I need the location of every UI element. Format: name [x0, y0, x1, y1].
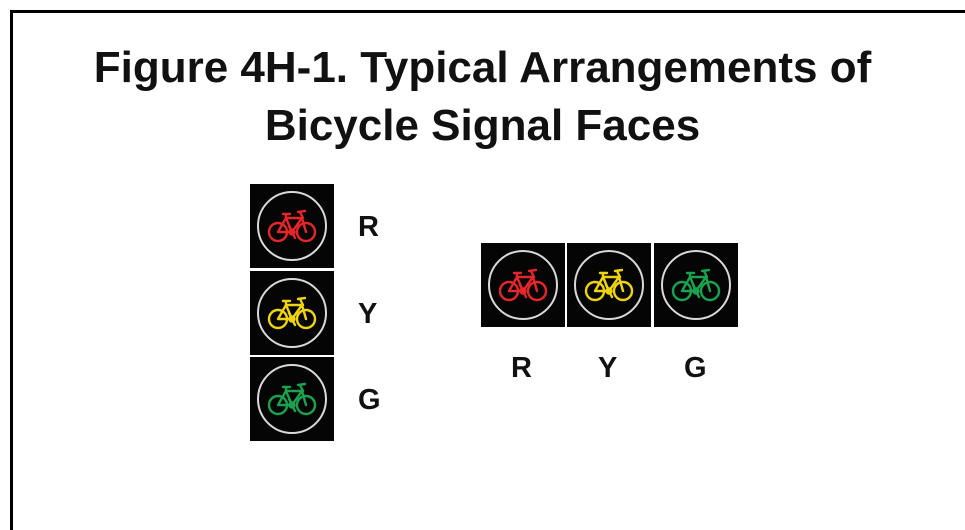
signal-lens [257, 191, 327, 261]
bicycle-icon [498, 268, 548, 302]
bicycle-icon [584, 268, 634, 302]
figure-title-line2: Bicycle Signal Faces [264, 101, 701, 150]
horizontal-face-yellow [567, 243, 651, 327]
vertical-label-yellow: Y [358, 298, 378, 330]
horizontal-label-green: G [684, 352, 707, 384]
bicycle-icon [267, 382, 317, 416]
signal-lens [488, 250, 558, 320]
signal-lens [257, 364, 327, 434]
figure-frame [10, 10, 965, 530]
lens-ring [257, 278, 327, 348]
horizontal-face-red [481, 243, 565, 327]
figure-title-line1: Figure 4H-1. Typical Arrangements of [93, 43, 872, 92]
vertical-face-red [250, 184, 334, 268]
vertical-face-yellow [250, 271, 334, 355]
lens-ring [257, 191, 327, 261]
lens-ring [574, 250, 644, 320]
bicycle-icon [671, 268, 721, 302]
vertical-label-green: G [358, 384, 381, 416]
lens-ring [257, 364, 327, 434]
signal-lens [574, 250, 644, 320]
bicycle-icon [267, 209, 317, 243]
horizontal-face-green [654, 243, 738, 327]
lens-ring [661, 250, 731, 320]
vertical-face-green [250, 357, 334, 441]
horizontal-label-yellow: Y [598, 352, 618, 384]
horizontal-label-red: R [511, 352, 532, 384]
bicycle-icon [267, 296, 317, 330]
lens-ring [488, 250, 558, 320]
vertical-label-red: R [358, 211, 379, 243]
signal-lens [661, 250, 731, 320]
signal-lens [257, 278, 327, 348]
